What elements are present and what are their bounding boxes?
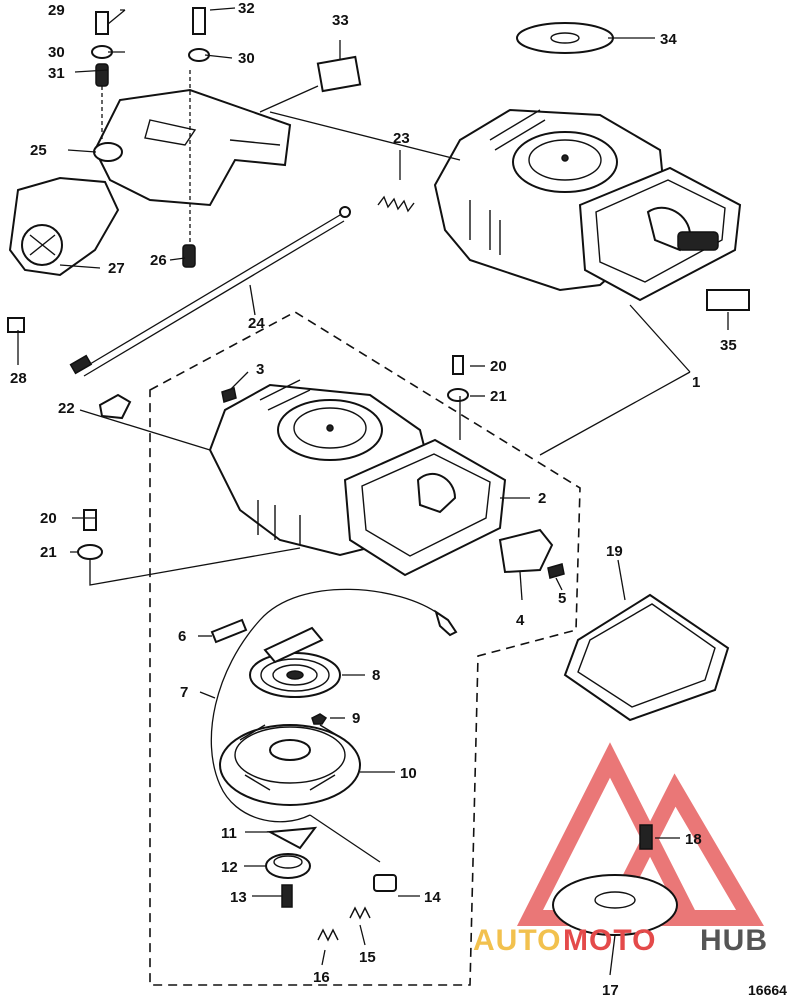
pawl-11 (266, 826, 318, 850)
callout-19: 19 (606, 543, 623, 560)
bushing-26 (182, 244, 196, 268)
callout-4: 4 (516, 612, 525, 629)
washer-34 (516, 22, 614, 54)
decal-35 (706, 289, 750, 311)
callout-labels: 1 2 3 4 5 6 7 8 9 10 11 12 13 14 15 16 1… (10, 0, 737, 999)
bolt-18 (639, 824, 653, 850)
rewind-spring (249, 652, 341, 698)
callout-20-upper: 20 (490, 358, 507, 375)
starter-housing-lower (208, 379, 507, 577)
latch-14 (373, 874, 397, 892)
spring-23 (377, 195, 415, 213)
callout-15: 15 (359, 949, 376, 966)
callout-30-left: 30 (48, 44, 65, 61)
callout-33: 33 (332, 12, 349, 29)
starter-rope (210, 588, 458, 823)
cam-6 (263, 626, 324, 664)
callout-18: 18 (685, 831, 702, 848)
watermark-part-moto: MOTO (563, 924, 656, 957)
washer-21a (447, 388, 469, 402)
callout-34: 34 (660, 31, 677, 48)
callout-8: 8 (372, 667, 380, 684)
bushing-31 (95, 63, 109, 87)
spring-16 (317, 928, 339, 942)
screw-13 (281, 884, 293, 908)
callout-28: 28 (10, 370, 27, 387)
clip-9 (311, 713, 328, 725)
callout-1: 1 (692, 374, 700, 391)
spring-15 (349, 906, 371, 920)
throttle-lever (8, 176, 120, 277)
washer-21b (77, 544, 103, 560)
watermark-part-hub: HUB (700, 924, 768, 957)
callout-6: 6 (178, 628, 186, 645)
callout-26: 26 (150, 252, 167, 269)
callout-27: 27 (108, 260, 125, 277)
callout-3: 3 (256, 361, 264, 378)
callout-10: 10 (400, 765, 417, 782)
assembly-dashed-outline (149, 311, 581, 986)
retainer-12 (265, 853, 311, 879)
callout-23: 23 (393, 130, 410, 147)
callout-5: 5 (558, 590, 566, 607)
callout-21-lower: 21 (40, 544, 57, 561)
callout-35: 35 (720, 337, 737, 354)
callout-22: 22 (58, 400, 75, 417)
callout-13: 13 (230, 889, 247, 906)
callout-25: 25 (30, 142, 47, 159)
small-parts (7, 7, 750, 942)
figure-number: 16664 (748, 982, 787, 998)
bolt-32 (192, 7, 206, 35)
leader-lines (17, 7, 729, 976)
spring-3 (221, 387, 237, 403)
insert-5 (547, 563, 565, 579)
watermark-part-auto: AUTO (473, 924, 561, 957)
callout-20-lower: 20 (40, 510, 57, 527)
handle-4 (498, 528, 554, 574)
callout-12: 12 (221, 859, 238, 876)
bolt-28 (7, 317, 25, 333)
callout-21-upper: 21 (490, 388, 507, 405)
callout-9: 9 (352, 710, 360, 727)
callout-29: 29 (48, 2, 65, 19)
callout-14: 14 (424, 889, 441, 906)
callout-31: 31 (48, 65, 65, 82)
callout-11: 11 (221, 825, 237, 842)
bolt-29 (95, 11, 109, 35)
starter-pulley (219, 724, 361, 806)
starter-housing-upper (433, 108, 742, 302)
bolt-20a (452, 355, 464, 375)
control-cable (69, 206, 351, 377)
watermark-text: AUTO MOTO HUB (473, 924, 768, 957)
bracket-22 (98, 393, 132, 420)
callout-32: 32 (238, 0, 255, 17)
callout-30-right: 30 (238, 50, 255, 67)
gasket-19 (563, 593, 730, 722)
callout-17: 17 (602, 982, 619, 999)
callout-24: 24 (248, 315, 265, 332)
callout-2: 2 (538, 490, 546, 507)
decal-33 (316, 55, 362, 93)
callout-7: 7 (180, 684, 188, 701)
bolt-20b (83, 509, 97, 531)
callout-16: 16 (313, 969, 330, 986)
bracket (93, 88, 292, 207)
